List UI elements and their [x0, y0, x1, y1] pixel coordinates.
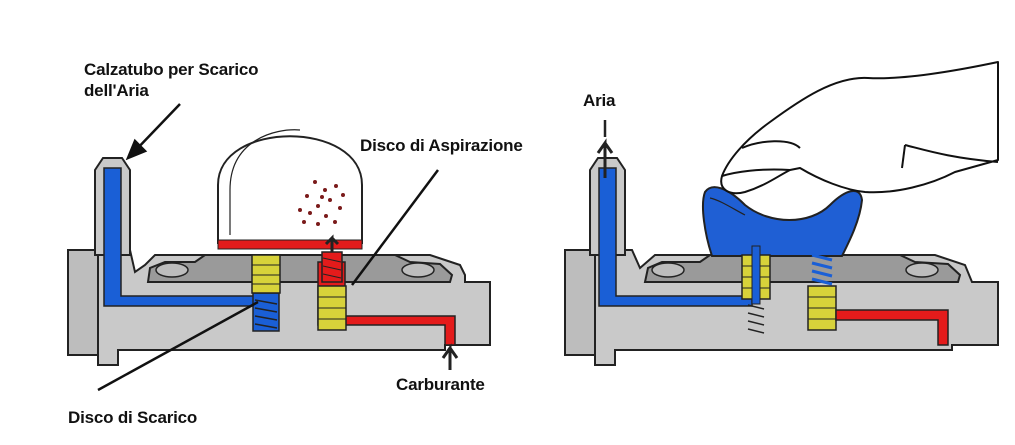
right-pump-assembly — [564, 120, 999, 366]
right-screw-1 — [651, 262, 685, 278]
fuel-droplets — [298, 180, 345, 226]
pressing-finger — [720, 61, 999, 195]
left-leader-lines — [97, 103, 440, 392]
left-suction-valve — [317, 285, 347, 331]
right-pressed-bulb — [702, 186, 864, 257]
air-outlet-arrow — [596, 138, 614, 178]
left-suction-spring — [321, 251, 343, 283]
left-discharge-valve-body — [251, 254, 281, 294]
left-top-housing — [146, 254, 454, 283]
right-flange — [564, 249, 596, 356]
left-flange — [67, 249, 99, 356]
discharge-disc-leader — [97, 300, 259, 392]
right-discharge-valve — [741, 245, 771, 334]
left-fuel-channel — [317, 261, 456, 346]
fuel-inlet-arrow — [441, 343, 459, 370]
left-screw-2 — [401, 262, 435, 278]
suction-disc-leader — [350, 169, 440, 286]
suction-disc-label: Disco di Aspirazione — [360, 136, 523, 155]
air-label: Aria — [583, 91, 616, 110]
left-dome-highlight — [229, 129, 301, 235]
right-fuel-channel — [835, 309, 949, 346]
air-hose-fitting-arrow — [132, 103, 181, 154]
left-dome-fuel-level — [217, 239, 363, 250]
right-screw-2 — [905, 262, 939, 278]
left-discharge-spring — [254, 299, 278, 329]
left-screw-1 — [155, 262, 189, 278]
left-pump-assembly — [67, 129, 491, 370]
right-suction-valve — [807, 253, 837, 331]
air-hose-fitting-label: Calzatubo per Scarico dell'Aria — [84, 60, 259, 100]
fuel-label: Carburante — [396, 375, 485, 394]
left-dome — [217, 135, 363, 244]
discharge-disc-label: Disco di Scarico — [68, 408, 198, 427]
left-suction-arrow — [324, 234, 340, 252]
bulb-crease — [709, 197, 746, 216]
